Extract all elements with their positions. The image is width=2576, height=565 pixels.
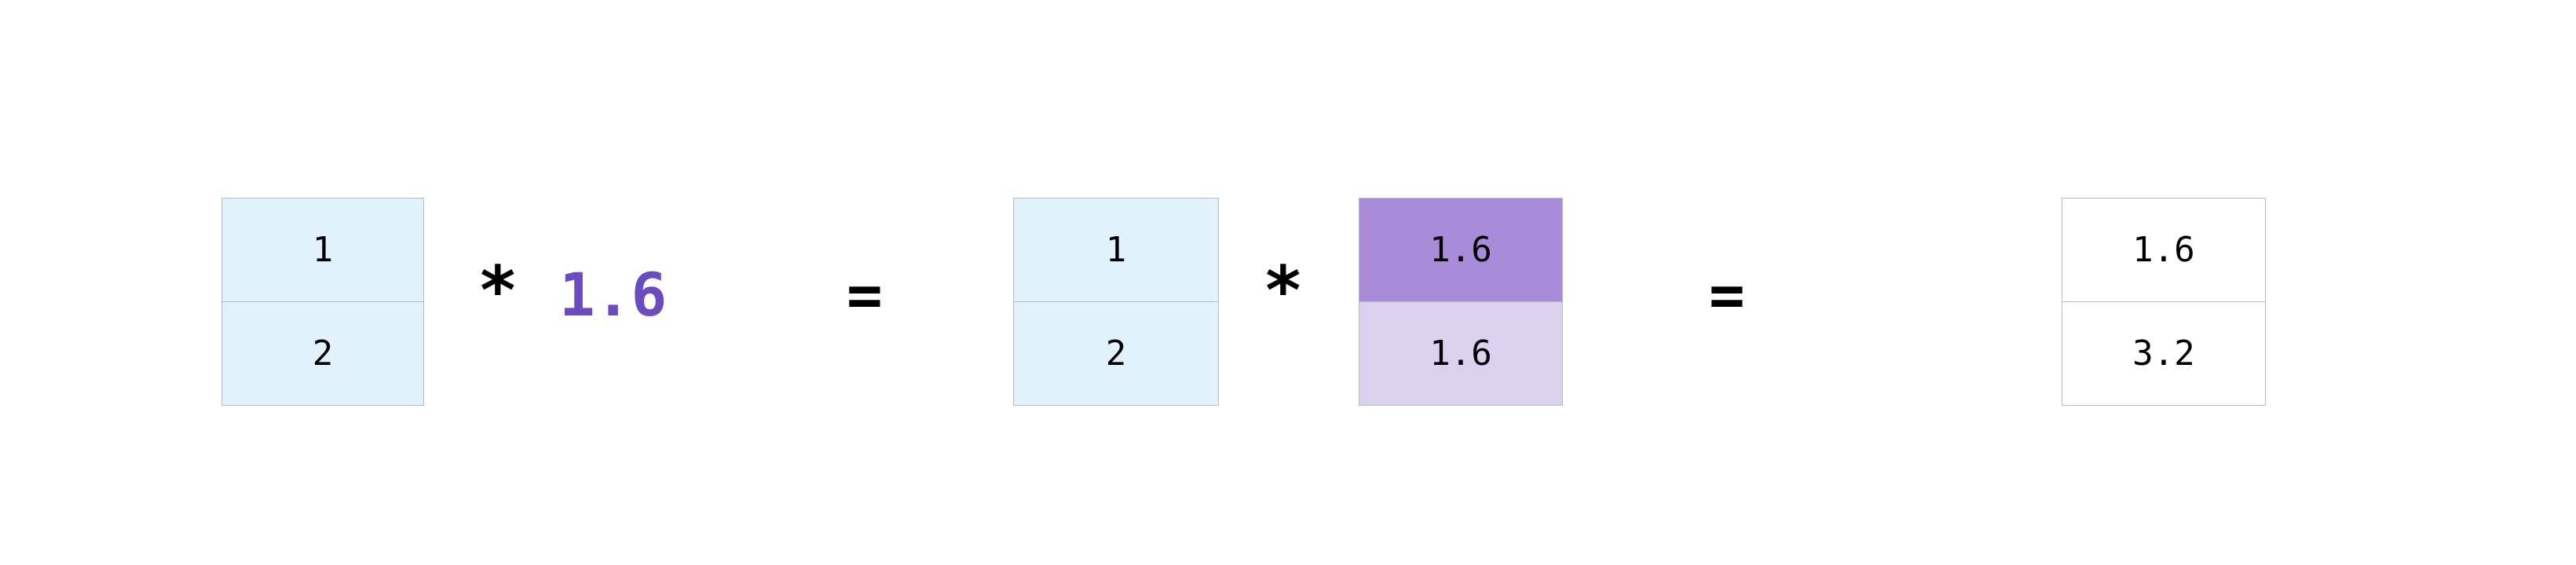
equals-operator-icon: = <box>1709 260 1745 330</box>
matrix-cell: 1.6 <box>2062 198 2266 302</box>
broadcast-matrix: 1.6 1.6 <box>1359 198 1563 406</box>
matrix-cell: 1.6 <box>1359 301 1563 406</box>
scalar-value: 1.6 <box>559 260 668 330</box>
matrix-cell: 1 <box>1013 198 1219 302</box>
equals-operator-icon: = <box>847 260 883 330</box>
multiply-operator-icon: * <box>1263 252 1304 330</box>
multiply-operator-icon: * <box>478 252 518 330</box>
matrix-cell: 2 <box>1013 301 1219 406</box>
result-matrix: 1.6 3.2 <box>2062 198 2266 406</box>
matrix-cell: 3.2 <box>2062 301 2266 406</box>
operand-matrix-left: 1 2 <box>221 198 424 406</box>
matrix-cell: 2 <box>221 301 424 406</box>
matrix-cell: 1 <box>221 198 424 302</box>
operand-matrix-right: 1 2 <box>1013 198 1219 406</box>
matrix-cell: 1.6 <box>1359 198 1563 302</box>
